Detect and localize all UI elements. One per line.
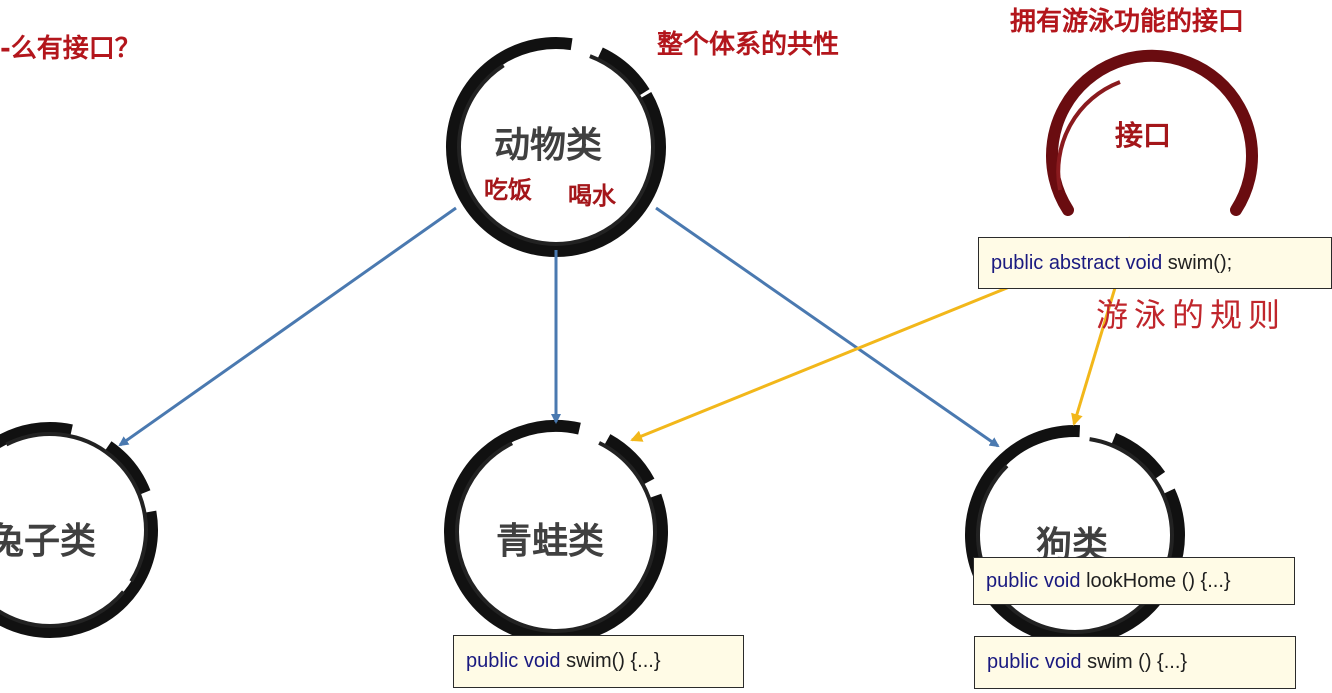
question-title: -么有接口？ [0, 34, 141, 64]
interface-method-box: public abstract void swim(); [978, 237, 1332, 289]
dog-method1-signature: lookHome () {...} [1080, 569, 1231, 592]
arrow-animal-to-dog [655, 206, 1000, 448]
arrow-animal-to-rabbit [118, 206, 457, 447]
interface-method-keywords: public abstract void [991, 251, 1163, 274]
dog-method2-keywords: public void [987, 651, 1082, 673]
dog-method-lookhome-box: public void lookHome () {...} [973, 557, 1295, 605]
commonality-title: 整个体系的共性 [657, 30, 840, 60]
rabbit-enso-circle [0, 422, 158, 638]
dog-method-swim-box: public void swim () {...} [974, 636, 1296, 689]
swim-rule-annotation: 游泳的规则 [1096, 296, 1287, 334]
animal-class-label: 动物类 [494, 125, 603, 166]
trait-drink: 喝水 [568, 182, 616, 210]
animal-enso-circle [446, 37, 666, 257]
interface-label: 接口 [1115, 119, 1172, 152]
frog-method-keywords: public void [466, 650, 561, 672]
trait-eat: 吃饭 [484, 176, 532, 204]
frog-enso-circle [444, 420, 668, 644]
rabbit-class-label: 兔子类 [0, 521, 97, 562]
frog-class-label: 青蛙类 [496, 521, 605, 562]
interface-title: 拥有游泳功能的接口 [1010, 7, 1245, 37]
interface-enso-circle [1046, 49, 1258, 216]
interface-method-signature: swim(); [1162, 251, 1233, 274]
frog-method-box: public void swim() {...} [453, 635, 744, 688]
frog-method-signature: swim() {...} [560, 650, 661, 672]
dog-method2-signature: swim () {...} [1081, 651, 1188, 673]
dog-method1-keywords: public void [986, 569, 1081, 592]
